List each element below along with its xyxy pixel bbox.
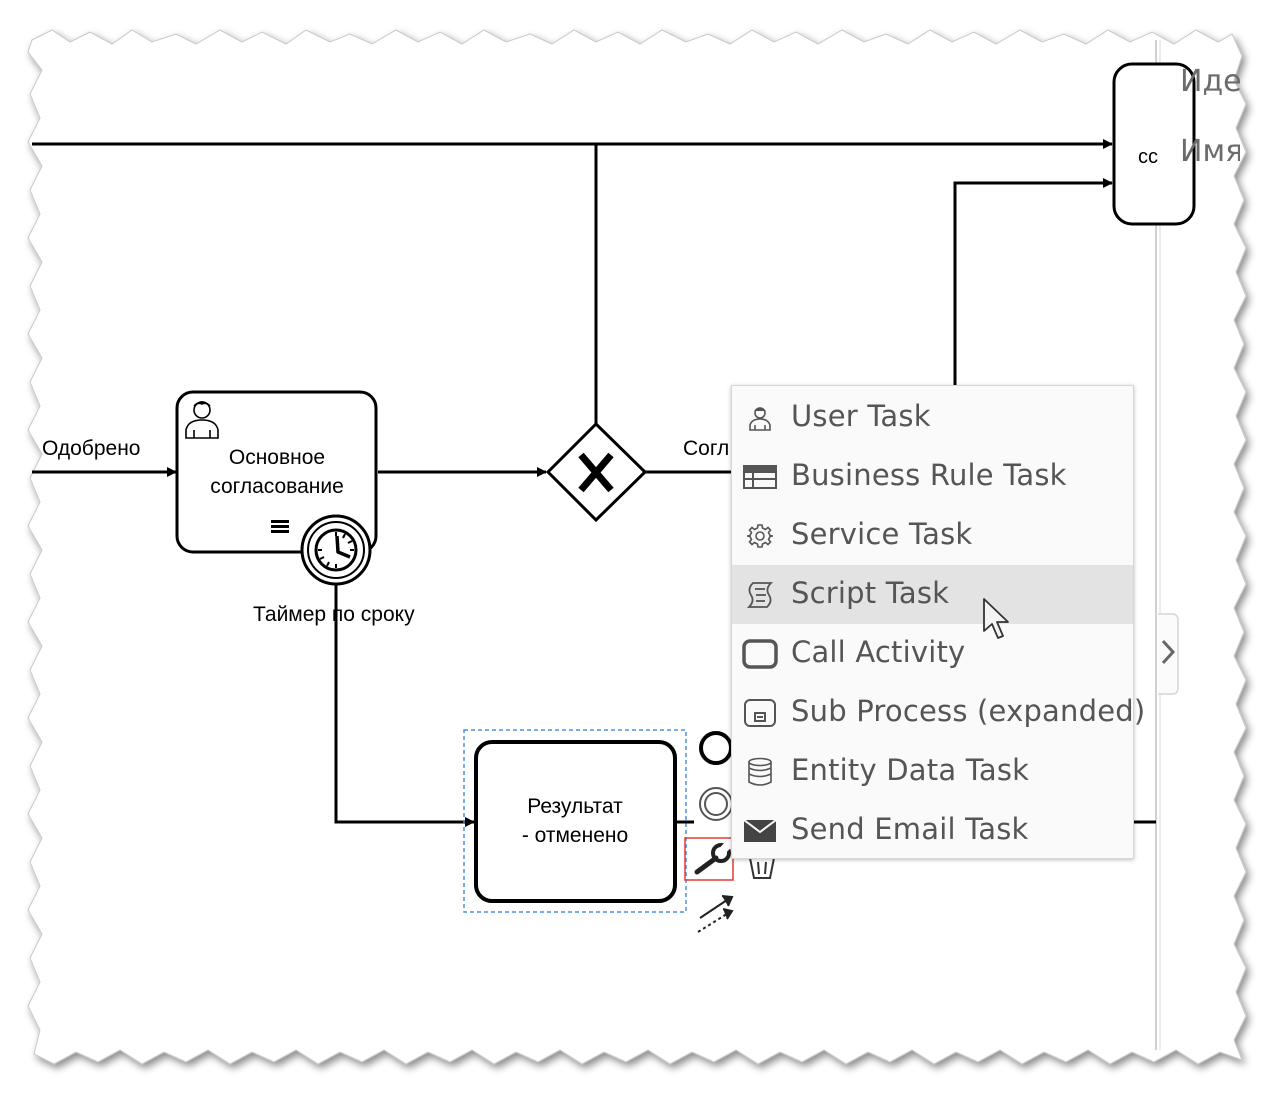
menu-item-label: User Task [791,399,931,433]
clock-icon [314,528,358,572]
menu-item-sub-process[interactable]: Sub Process (expanded) [732,683,1145,742]
right-sequence-flow[interactable] [953,178,1113,385]
multi-instance-icon [271,520,289,533]
rounded-rect-icon [742,636,778,672]
result-task-label: Результат - отменено [480,792,670,850]
main-approval-task[interactable] [175,390,378,554]
script-icon [742,577,778,613]
panel-clip: Иде Имя [1160,50,1240,190]
selection-box [463,729,687,913]
menu-item-label: Sub Process (expanded) [791,694,1146,728]
menu-item-user-task[interactable]: User Task [732,388,1133,447]
top-right-task[interactable] [1112,62,1196,226]
main-task-label: Основное согласование [182,443,372,501]
panel-name-label: Имя [1180,134,1240,169]
end-event-icon[interactable] [699,731,733,765]
menu-item-label: Business Rule Task [791,458,1067,492]
gear-icon [742,518,778,554]
intermediate-event-icon[interactable] [699,787,733,821]
timer-boundary-event[interactable] [300,514,372,586]
mouse-cursor-icon [983,598,1009,639]
panel-id-label: Иде [1180,64,1240,99]
user-icon [742,400,778,436]
result-task-label-line2: - отменено [521,824,629,847]
outgoing-flow-label: Согл [683,437,730,460]
menu-item-label: Call Activity [791,635,966,669]
menu-item-script-task[interactable]: Script Task [732,565,1133,624]
table-icon [742,459,778,495]
subprocess-icon [742,695,778,731]
menu-item-label: Script Task [791,576,950,610]
menu-item-service-task[interactable]: Service Task [732,506,1133,565]
envelope-icon [742,813,778,849]
approved-flow-label: Одобрено [42,437,141,460]
menu-item-entity-data-task[interactable]: Entity Data Task [732,742,1133,801]
database-icon [742,754,778,790]
trash-icon[interactable] [749,857,775,879]
connect-icon[interactable] [697,895,734,933]
main-task-label-line1: Основное [228,446,326,469]
menu-item-label: Entity Data Task [791,753,1030,787]
menu-item-send-email-task[interactable]: Send Email Task [732,801,1133,860]
timer-label: Таймер по сроку [253,603,415,626]
main-task-label-line2: согласование [210,475,344,498]
chevron-right-icon [1161,639,1176,665]
user-icon [185,401,219,439]
timer-flow[interactable] [334,584,475,827]
result-task[interactable] [474,740,677,903]
result-task-label-line1: Результат [527,795,623,818]
top-task-partial-label: сс [1138,146,1158,168]
wrench-icon[interactable] [684,837,734,881]
panel-toggle[interactable] [1158,613,1179,695]
gateway-x-icon [578,452,614,493]
replace-menu: User Task Business Rule Task Service Tas… [731,385,1145,860]
menu-item-label: Service Task [791,517,973,551]
menu-item-call-activity[interactable]: Call Activity [732,624,1133,683]
menu-item-business-rule-task[interactable]: Business Rule Task [732,447,1133,506]
menu-item-label: Send Email Task [791,812,1029,846]
